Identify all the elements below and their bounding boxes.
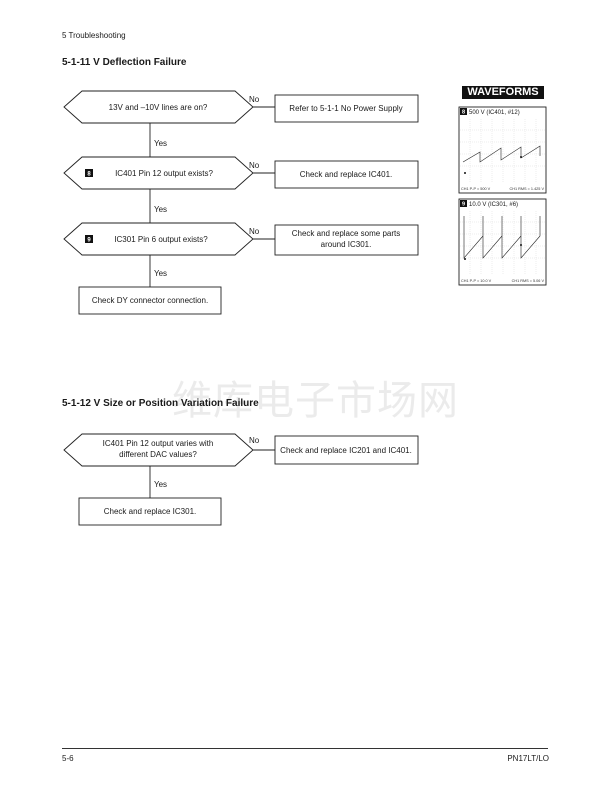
final-action-text: Check DY connector connection. bbox=[92, 296, 208, 305]
action-box bbox=[274, 435, 419, 465]
final-action-text: Check and replace IC301. bbox=[104, 507, 197, 516]
no-label: No bbox=[249, 161, 260, 170]
svg-text:8: 8 bbox=[462, 110, 465, 116]
marker-number: 9 bbox=[87, 238, 91, 244]
action-text: Refer to 5-1-1 No Power Supply bbox=[289, 104, 402, 113]
yes-label: Yes bbox=[154, 205, 167, 214]
decision-text: IC401 Pin 12 output exists? bbox=[115, 169, 213, 178]
chapter-heading: 5 Troubleshooting bbox=[62, 31, 126, 40]
svg-text:10.0 V (IC301, #6): 10.0 V (IC301, #6) bbox=[469, 202, 518, 208]
svg-text:CH1 RMS = 5.06 V: CH1 RMS = 5.06 V bbox=[512, 279, 545, 283]
watermark: 维库电子市场网 bbox=[172, 378, 459, 424]
decision-text: IC301 Pin 6 output exists? bbox=[114, 235, 208, 244]
svg-text:CH1 P-P = 500 V: CH1 P-P = 500 V bbox=[461, 187, 491, 191]
final-action-box bbox=[78, 286, 222, 315]
yes-label: Yes bbox=[154, 480, 167, 489]
waveform-panel-1: 8 500 V (IC401, #12) CH1 P-P = 500 V CH1… bbox=[458, 106, 547, 194]
marker-badge bbox=[85, 169, 93, 177]
svg-text:CH1 P-P = 10.0 V: CH1 P-P = 10.0 V bbox=[461, 279, 492, 283]
waveform-panel-2: 9 10.0 V (IC301, #6) CH1 P-P = 10.0 V CH… bbox=[458, 198, 547, 286]
action-box bbox=[274, 224, 419, 256]
yes-label: Yes bbox=[154, 139, 167, 148]
decision-text: different DAC values? bbox=[119, 450, 197, 459]
no-label: No bbox=[249, 436, 260, 445]
action-text: Check and replace IC401. bbox=[300, 170, 393, 179]
action-box bbox=[274, 160, 419, 189]
model-number: PN17LT/LO bbox=[507, 754, 549, 763]
marker-number: 8 bbox=[87, 172, 91, 178]
no-label: No bbox=[249, 227, 260, 236]
no-label: No bbox=[249, 95, 260, 104]
decision-text: IC401 Pin 12 output varies with bbox=[103, 439, 214, 448]
yes-label: Yes bbox=[154, 269, 167, 278]
action-text: around IC301. bbox=[321, 240, 372, 249]
section-title-v-size-position: 5-1-12 V Size or Position Variation Fail… bbox=[62, 398, 259, 409]
page-number: 5-6 bbox=[62, 754, 74, 763]
action-text: Check and replace IC201 and IC401. bbox=[280, 446, 412, 455]
action-box bbox=[274, 94, 419, 123]
footer-divider bbox=[62, 748, 548, 749]
final-action-box bbox=[78, 497, 222, 526]
svg-text:CH1 RMS = 1.425 V: CH1 RMS = 1.425 V bbox=[509, 187, 544, 191]
action-text: Check and replace some parts bbox=[292, 229, 401, 238]
decision-text: 13V and –10V lines are on? bbox=[109, 103, 208, 112]
waveforms-heading: WAVEFORMS bbox=[462, 86, 544, 99]
marker-badge bbox=[85, 235, 93, 243]
section-title-v-deflection: 5-1-11 V Deflection Failure bbox=[62, 57, 187, 68]
svg-text:500 V (IC401, #12): 500 V (IC401, #12) bbox=[469, 110, 520, 116]
svg-text:9: 9 bbox=[462, 202, 465, 208]
